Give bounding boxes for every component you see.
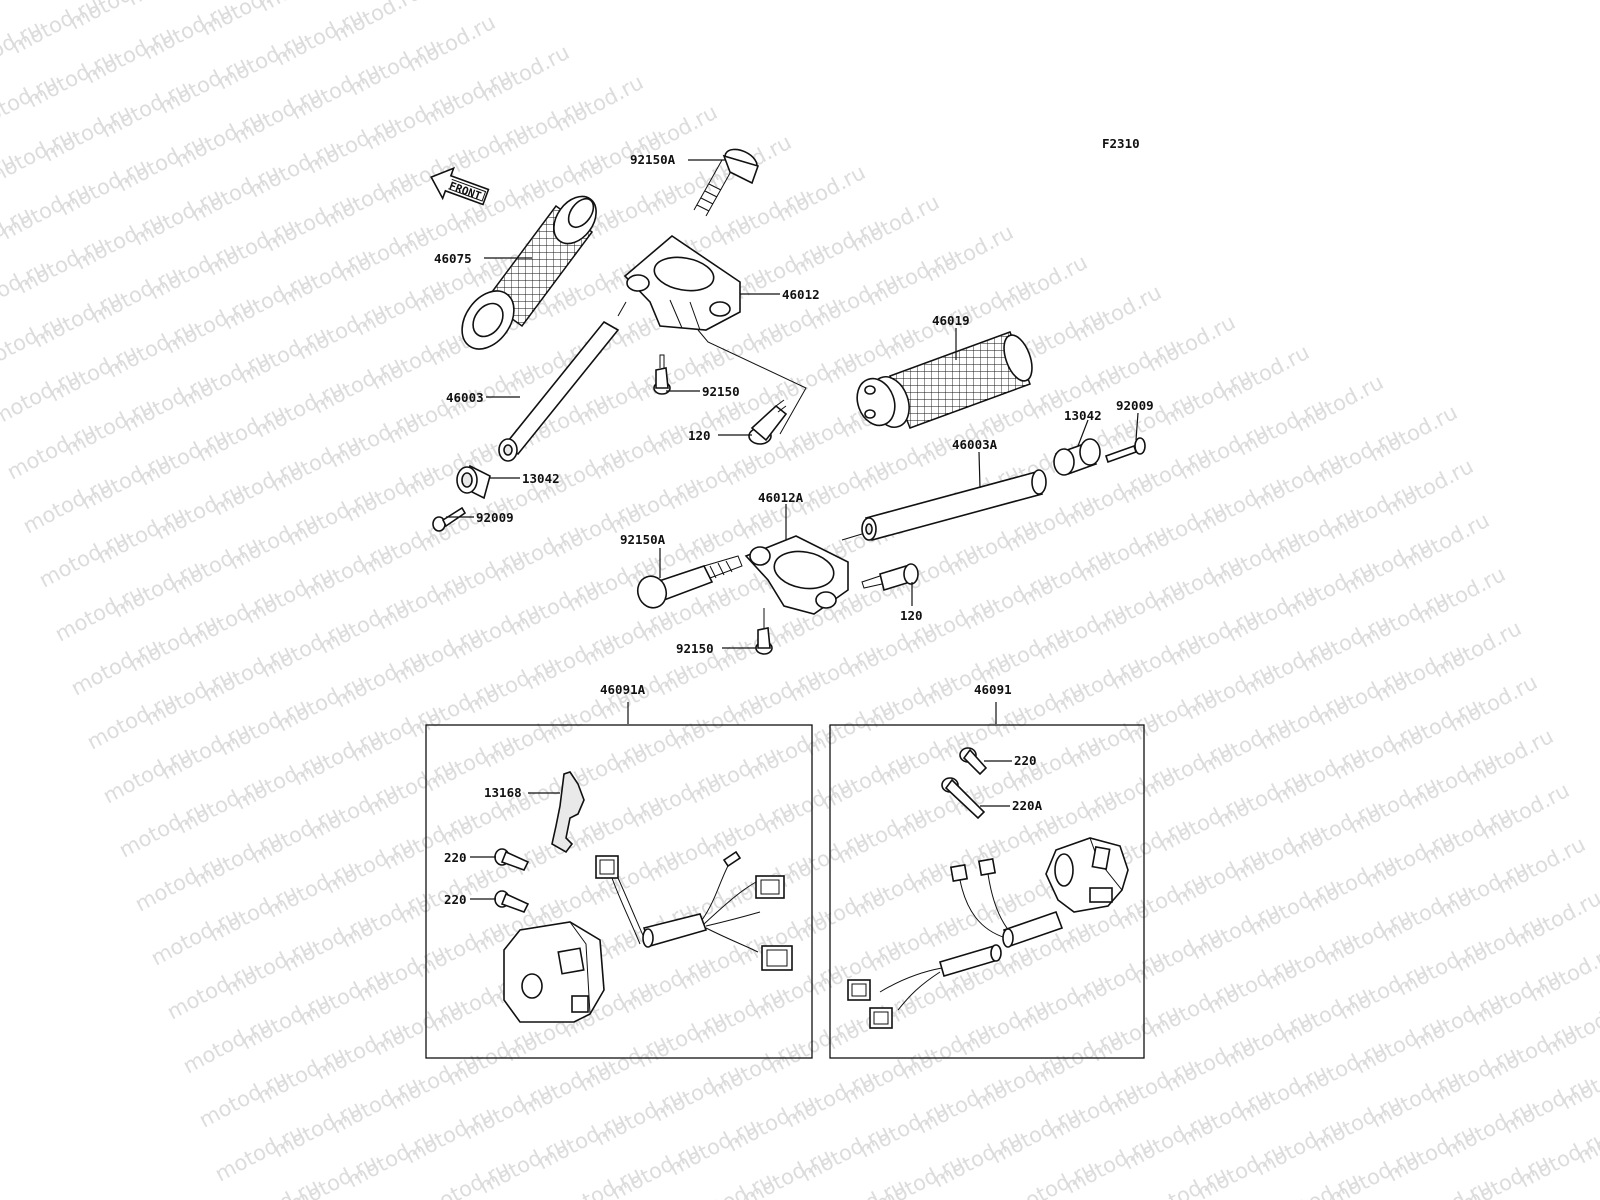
label-220-right: 220 <box>1014 753 1037 768</box>
bolt-120-top <box>748 399 788 445</box>
label-92009-right: 92009 <box>1116 398 1154 413</box>
watermark-text: motod.ru <box>1399 1174 1495 1200</box>
label-46075: 46075 <box>434 251 472 266</box>
part-labels: 92150A 46075 46012 46019 46003 92150 130… <box>434 152 1154 907</box>
watermark-text: motod.ru <box>417 1156 513 1200</box>
switch-box-46091A <box>425 724 813 1059</box>
switch-box-46091 <box>829 724 1145 1059</box>
label-46091A: 46091A <box>600 682 646 697</box>
bolt-92150-top <box>653 354 671 395</box>
label-46012: 46012 <box>782 287 820 302</box>
watermark-text: motod.ru <box>813 1174 909 1200</box>
grip-46019 <box>856 331 1033 429</box>
tube-46003A <box>861 469 1047 541</box>
label-13042-right: 13042 <box>1064 408 1102 423</box>
label-13042-left: 13042 <box>522 471 560 486</box>
leader-lines <box>446 159 1139 724</box>
weight-13042-left <box>456 464 491 500</box>
label-220-left-2: 220 <box>444 892 467 907</box>
label-46019: 46019 <box>932 313 970 328</box>
label-92150A-mid: 92150A <box>620 532 666 547</box>
label-92150A-top: 92150A <box>630 152 676 167</box>
watermark-text: motod.ru <box>0 70 61 136</box>
bolt-92150A-mid <box>636 555 743 609</box>
bolt-92150-mid <box>755 627 773 655</box>
watermark-text: motod.ru <box>1267 1168 1363 1200</box>
label-92009-left: 92009 <box>476 510 514 525</box>
watermark-text: motod.ru <box>227 1174 323 1200</box>
watermark-text: motod.ru <box>0 256 51 322</box>
bolt-92150A-top <box>693 148 760 217</box>
label-220-left-1: 220 <box>444 850 467 865</box>
grip-46075 <box>461 195 597 350</box>
watermark-text: motod.ru <box>0 16 45 82</box>
label-120-top: 120 <box>688 428 711 443</box>
label-92150-mid: 92150 <box>676 641 714 656</box>
label-46091: 46091 <box>974 682 1012 697</box>
clamp-46012 <box>623 234 741 331</box>
label-13168: 13168 <box>484 785 522 800</box>
switch-assembly-right <box>847 747 1129 1029</box>
diagram-code: F2310 <box>1102 136 1140 151</box>
bolt-120-mid <box>861 563 919 592</box>
label-220A-right: 220A <box>1012 798 1043 813</box>
weight-13042-right <box>1053 438 1101 476</box>
watermark-text: motod.ru <box>1003 1156 1099 1200</box>
label-120-mid: 120 <box>900 608 923 623</box>
label-46012A: 46012A <box>758 490 804 505</box>
label-46003A: 46003A <box>952 437 998 452</box>
tube-46003 <box>498 320 620 462</box>
label-92150-top: 92150 <box>702 384 740 399</box>
clamp-46012A <box>744 535 849 615</box>
switch-assembly-left <box>470 771 793 1023</box>
label-46003: 46003 <box>446 390 484 405</box>
watermark-text: motod.ru <box>681 1168 777 1200</box>
screw-92009-right <box>1104 437 1146 464</box>
